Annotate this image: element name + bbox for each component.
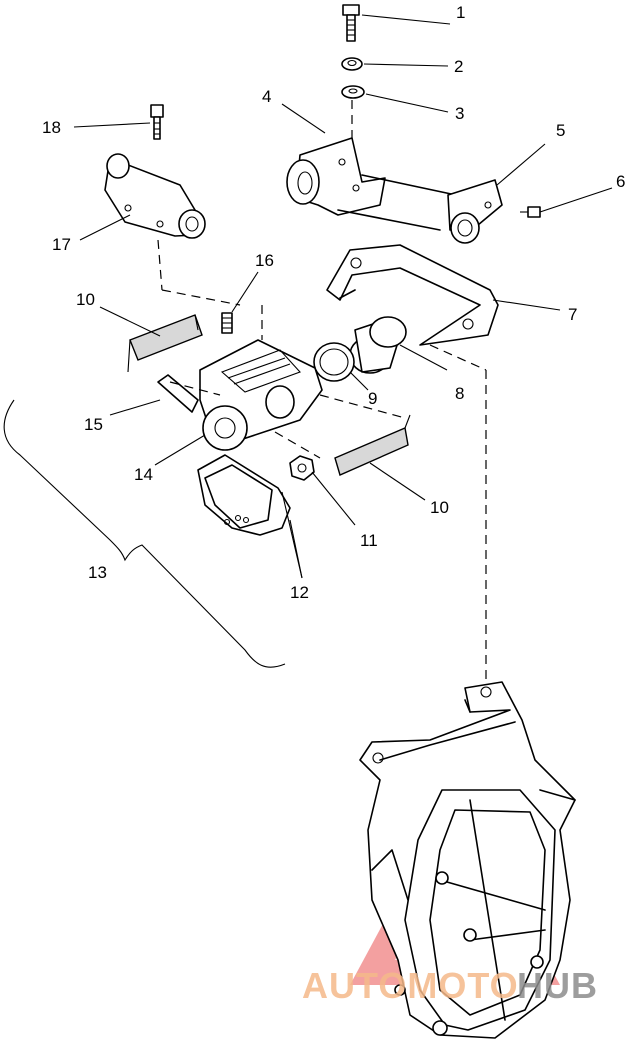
part-bleeder-16	[221, 312, 233, 334]
leader-lines	[73, 14, 613, 579]
callout-13: 13	[88, 563, 107, 582]
watermark-text-part2: HUB	[517, 965, 598, 1006]
callout-2: 2	[454, 57, 463, 76]
callout-16: 16	[255, 251, 274, 270]
callout-4: 4	[262, 87, 271, 106]
part-nut-11	[289, 455, 315, 481]
callout-14: 14	[134, 465, 153, 484]
callout-18: 18	[42, 118, 61, 137]
part-17-cylinder	[104, 153, 206, 239]
bracket-13	[3, 399, 286, 668]
part-o-ring-9	[313, 342, 355, 382]
part-shim-10-upper	[127, 314, 203, 373]
callout-11: 11	[360, 531, 378, 550]
callout-6: 6	[616, 172, 625, 191]
part-pivot-block-5	[447, 179, 503, 244]
part-fitting-15	[157, 374, 221, 413]
watermark-text: AUTOMOTO HUB	[302, 965, 598, 1006]
part-nut-2	[341, 57, 363, 71]
part-caliper-body	[199, 339, 323, 451]
part-grease-fitting-6	[520, 206, 541, 218]
callout-8: 8	[455, 384, 464, 403]
part-washer-3	[341, 85, 365, 99]
callout-10-lower: 10	[430, 498, 449, 517]
callout-10-upper: 10	[76, 290, 95, 309]
callout-1: 1	[456, 3, 465, 22]
watermark-text-part1: AUTOMOTO	[302, 965, 519, 1006]
part-shim-10-lower	[334, 414, 411, 476]
callout-5: 5	[556, 121, 565, 140]
part-frame-bracket-7	[326, 244, 499, 346]
callout-7: 7	[568, 305, 577, 324]
callout-9: 9	[368, 389, 377, 408]
part-chaincase-hanger	[359, 681, 576, 1039]
callout-12: 12	[290, 583, 309, 602]
callout-15: 15	[84, 415, 103, 434]
callout-3: 3	[455, 104, 464, 123]
part-pads-12	[197, 454, 291, 536]
part-bushing-8	[349, 316, 407, 374]
part-bracket-4	[286, 137, 471, 231]
part-18-screw	[150, 104, 164, 140]
part-bolt-1	[342, 4, 360, 42]
callout-17: 17	[52, 235, 71, 254]
